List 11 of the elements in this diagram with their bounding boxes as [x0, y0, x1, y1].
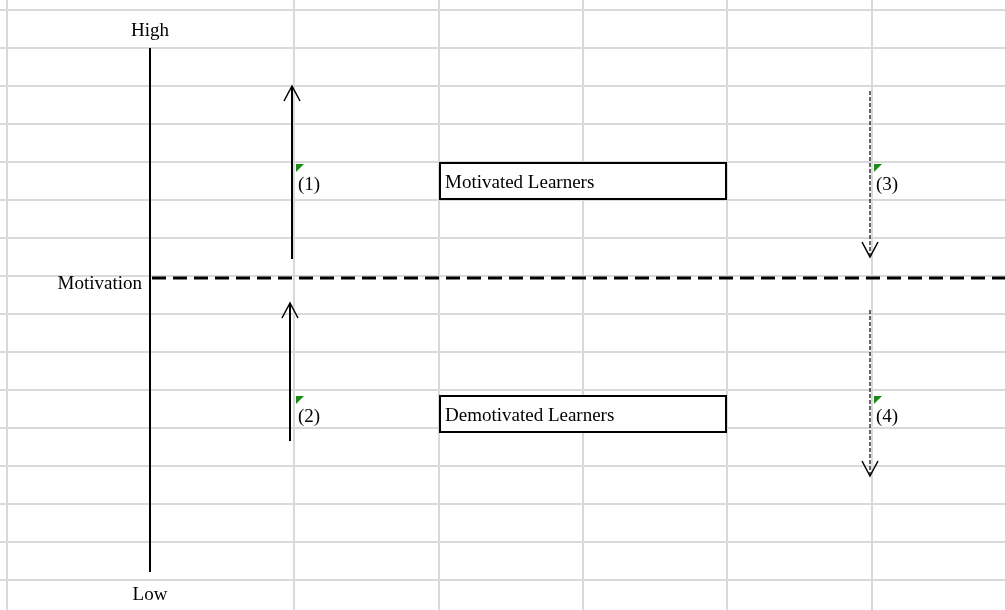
box-text: Motivated Learners — [445, 171, 596, 191]
axis-label: Low — [132, 583, 168, 603]
label-box — [439, 395, 727, 433]
callout-number: (1) — [298, 173, 321, 193]
axis-label: High — [131, 19, 169, 39]
box-text: Demotivated Learners — [445, 404, 616, 424]
callout-number: (4) — [876, 405, 899, 425]
axis-label: Motivation — [57, 272, 142, 292]
callout-number: (3) — [876, 173, 899, 193]
label-box — [439, 162, 727, 200]
callout-number: (2) — [298, 405, 321, 425]
